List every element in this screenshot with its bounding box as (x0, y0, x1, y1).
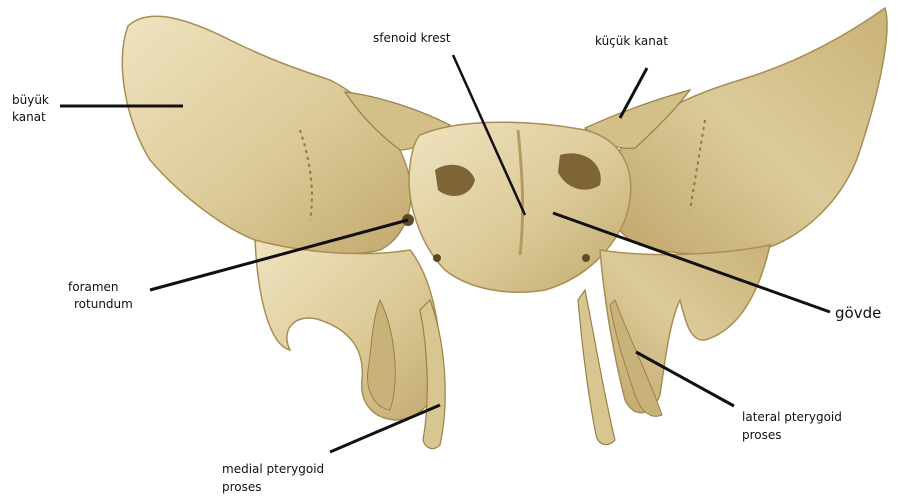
foramen-right-small (582, 254, 590, 262)
label-kucuk-kanat: küçük kanat (595, 34, 668, 49)
label-govde: gövde (835, 304, 881, 322)
label-buyuk-kanat-line1: büyük (12, 93, 49, 108)
label-lateral-pterygoid-line1: lateral pterygoid (742, 410, 842, 425)
label-buyuk-kanat-line2: kanat (12, 110, 46, 125)
label-foramen-line1: foramen (68, 280, 119, 295)
label-foramen-line2: rotundum (74, 297, 133, 312)
label-medial-pterygoid-line1: medial pterygoid (222, 462, 324, 477)
foramen-left-small (433, 254, 441, 262)
label-lateral-pterygoid-line2: proses (742, 428, 782, 443)
left-lateral-mass (255, 240, 440, 420)
left-greater-wing (122, 16, 411, 253)
label-sfenoid-krest: sfenoid krest (373, 31, 451, 46)
label-medial-pterygoid-line2: proses (222, 480, 262, 495)
